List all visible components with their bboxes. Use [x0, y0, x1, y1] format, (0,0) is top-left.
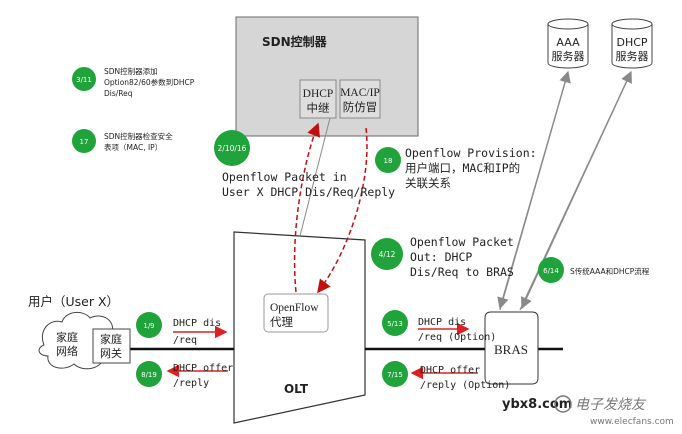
bras: BRAS [365, 311, 563, 385]
svg-text:关联关系: 关联关系 [405, 176, 451, 190]
svg-text:SDN控制器添加: SDN控制器添加 [104, 66, 158, 76]
svg-text:Option82/60参数到DHCP: Option82/60参数到DHCP [104, 77, 195, 87]
sdn-controller-title: SDN控制器 [262, 34, 328, 49]
step-badge-8-19: 8/19 [136, 361, 162, 387]
svg-text:表项（MAC, IP）: 表项（MAC, IP） [104, 142, 162, 152]
svg-text:DHCP offer: DHCP offer [173, 363, 233, 374]
svg-text:4/12: 4/12 [379, 250, 396, 259]
svg-text:家庭: 家庭 [100, 332, 122, 346]
svg-text:Dis/Req: Dis/Req [104, 89, 133, 98]
svg-text:DHCP: DHCP [616, 36, 647, 49]
svg-text:网关: 网关 [100, 346, 122, 360]
svg-text:/reply (Option): /reply (Option) [420, 380, 510, 391]
mac-ip-guard-module: MAC/IP 防仿冒 [339, 79, 381, 119]
home-gateway: 家庭 网关 [92, 328, 131, 364]
svg-text:2/10/16: 2/10/16 [218, 144, 247, 153]
step-text-8-19: DHCP offer /reply [173, 363, 233, 389]
step-text-4-12: Openflow Packet Out: DHCP Dis/Req to BRA… [410, 235, 514, 279]
svg-text:Dis/Req to BRAS: Dis/Req to BRAS [410, 265, 514, 279]
svg-text:DHCP offer: DHCP offer [420, 365, 480, 376]
svg-text:18: 18 [384, 157, 393, 165]
step-text-18: Openflow Provision: 用户端口，MAC和IP的 关联关系 [405, 146, 537, 190]
bras-label: BRAS [494, 342, 528, 357]
svg-text:SDN控制器检查安全: SDN控制器检查安全 [104, 131, 173, 141]
svg-text:代理: 代理 [270, 316, 293, 329]
aaa-to-bras-arrow [497, 71, 569, 310]
olt: OLT OpenFlow 代理 [233, 231, 366, 424]
svg-text:DHCP dis: DHCP dis [173, 318, 221, 329]
watermark-site: ybx8.com [502, 397, 572, 412]
svg-text:/reply: /reply [173, 378, 209, 389]
controller-olt-link [299, 117, 331, 237]
svg-text:Openflow Packet: Openflow Packet [410, 235, 514, 249]
packet-in-arrow [293, 122, 320, 293]
step-text-17: SDN控制器检查安全 表项（MAC, IP） [104, 131, 173, 152]
svg-text:服务器: 服务器 [552, 50, 585, 63]
step-text-1-9: DHCP dis /req [173, 318, 221, 346]
svg-text:网络: 网络 [56, 344, 78, 358]
openflow-agent: OpenFlow 代理 [263, 293, 329, 333]
svg-text:5/13: 5/13 [387, 320, 403, 328]
step-badge-3-11: 3/11 [72, 67, 96, 91]
aaa-server: AAA 服务器 [547, 18, 589, 69]
svg-text:DHCP: DHCP [303, 88, 334, 100]
olt-label: OLT [284, 382, 309, 396]
step-badge-18: 18 [375, 147, 401, 173]
watermark: ybx8.com 电子发烧友 www.elecfans.com [502, 395, 674, 427]
svg-text:家庭: 家庭 [56, 330, 78, 344]
packet-out-arrow [317, 127, 368, 294]
step-badge-4-12: 4/12 [371, 238, 403, 270]
user-label: 用户（User X） [28, 294, 119, 309]
step-text-3-11: SDN控制器添加 Option82/60参数到DHCP Dis/Req [104, 66, 195, 98]
svg-text:User X DHCP Dis/Req/Reply: User X DHCP Dis/Req/Reply [222, 185, 395, 199]
step-text-2-10-16: Openflow Packet in User X DHCP Dis/Req/R… [222, 170, 395, 199]
sdn-controller: SDN控制器 DHCP 中继 MAC/IP 防仿冒 [235, 16, 419, 137]
svg-text:服务器: 服务器 [616, 50, 649, 63]
step-text-6-14: S传统AAA和DHCP流程 [570, 266, 650, 276]
step-text-5-13: DHCP dis /req (Option) [418, 317, 496, 343]
svg-text:防仿冒: 防仿冒 [343, 100, 378, 114]
svg-text:中继: 中继 [307, 102, 330, 115]
dhcp-relay-module: DHCP 中继 [299, 79, 337, 119]
svg-text:OpenFlow: OpenFlow [270, 302, 319, 314]
step-badge-6-14: 6/14 [538, 257, 564, 283]
elecfans-logo-icon [554, 395, 572, 413]
svg-text:3/11: 3/11 [76, 76, 92, 84]
svg-text:/req (Option): /req (Option) [418, 332, 496, 343]
svg-text:Openflow Provision:: Openflow Provision: [405, 146, 537, 160]
dhcp-server: DHCP 服务器 [611, 18, 653, 69]
step-text-7-15: DHCP offer /reply (Option) [420, 365, 510, 391]
step-badge-17: 17 [72, 129, 96, 153]
step-badge-7-15: 7/15 [382, 361, 408, 387]
step-badge-2-10-16: 2/10/16 [214, 130, 250, 166]
svg-text:MAC/IP: MAC/IP [340, 87, 380, 99]
step-badge-1-9: 1/9 [136, 312, 162, 338]
svg-text:用户端口，MAC和IP的: 用户端口，MAC和IP的 [405, 161, 520, 175]
svg-text:7/15: 7/15 [387, 371, 403, 379]
svg-text:8/19: 8/19 [141, 371, 157, 379]
svg-text:DHCP dis: DHCP dis [418, 317, 466, 328]
watermark-url: www.elecfans.com [590, 417, 674, 427]
watermark-logo-text: 电子发烧友 [575, 397, 647, 413]
svg-text:Openflow Packet in: Openflow Packet in [222, 170, 347, 184]
svg-text:6/14: 6/14 [543, 267, 559, 275]
svg-text:17: 17 [80, 138, 89, 146]
svg-text:Out: DHCP: Out: DHCP [410, 250, 472, 264]
svg-text:/req: /req [173, 335, 197, 346]
svg-text:AAA: AAA [556, 36, 580, 49]
svg-text:1/9: 1/9 [143, 322, 154, 330]
step-badge-5-13: 5/13 [382, 310, 408, 336]
